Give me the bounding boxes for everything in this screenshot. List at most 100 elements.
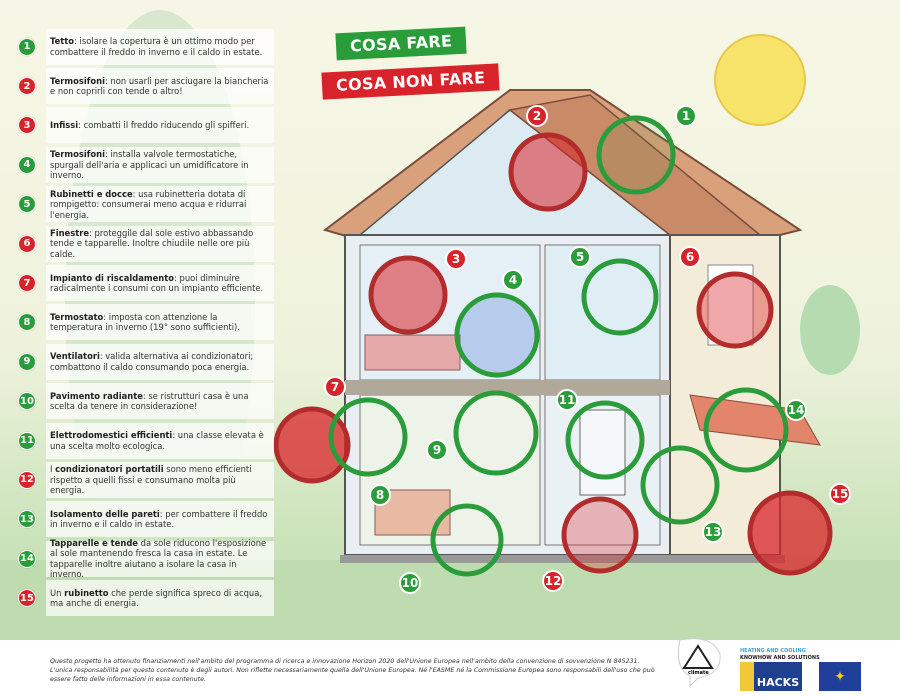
hacks-logo: HACKS <box>740 662 802 691</box>
tip-title: condizionatori portatili <box>55 464 164 475</box>
tip-description: : proteggile dal sole estivo abbassando … <box>50 227 254 259</box>
tip-text: Termosifoni: installa valvole termostati… <box>46 146 274 183</box>
tip-description: : se ristrutturi casa è una scelta da te… <box>50 390 249 412</box>
house-marker-12: 12 <box>542 570 564 592</box>
hacks-logo-text: HACKS <box>756 676 800 689</box>
tip-text: Ventilatori: valida alternativa ai condi… <box>46 343 274 380</box>
house-marker-7: 7 <box>324 376 346 398</box>
tip-item: 4 Termosifoni: installa valvole termosta… <box>18 145 274 184</box>
tip-text: Termosifoni: non usarli per asciugare la… <box>46 68 274 105</box>
tip-number-badge: 15 <box>18 589 36 608</box>
tip-description: : valida alternativa ai condizionatori; … <box>50 351 254 372</box>
tip-text: Infissi: combatti il freddo riducendo gl… <box>46 107 274 144</box>
tip-title: Rubinetti e docce <box>50 188 133 199</box>
house-marker-11: 11 <box>556 389 578 411</box>
tip-description: : una classe elevata è una scelta molto … <box>50 430 264 451</box>
house-marker-6: 6 <box>679 246 701 268</box>
tip-description: : usa rubinetteria dotata di rompigetto:… <box>50 188 247 220</box>
tip-title: rubinetto <box>64 587 109 598</box>
tip-text: Pavimento radiante: se ristrutturi casa … <box>46 383 274 420</box>
tip-text: Tetto: isolare la copertura è un ottimo … <box>46 28 274 65</box>
tip-text: Impianto di riscaldamento: puoi diminuir… <box>46 265 274 302</box>
tip-title: Tetto <box>50 36 75 47</box>
house-marker-10: 10 <box>399 572 421 594</box>
tip-description: : puoi diminuire radicalmente i consumi … <box>50 272 264 294</box>
tip-description: : imposta con attenzione la temperatura … <box>50 311 240 333</box>
house-illustration <box>0 10 900 640</box>
tip-item: 7 Impianto di riscaldamento: puoi diminu… <box>18 263 274 302</box>
tip-item: 12 I condizionatori portatili sono meno … <box>18 460 274 499</box>
house-marker-9: 9 <box>426 439 448 461</box>
tip-item: 10 Pavimento radiante: se ristrutturi ca… <box>18 382 274 421</box>
tip-title: Isolamento delle pareti <box>50 508 160 519</box>
house-marker-2: 2 <box>526 105 548 127</box>
infographic-scene <box>0 0 900 640</box>
climate-logo-text: climate <box>688 670 709 676</box>
tip-item: 5 Rubinetti e docce: usa rubinetteria do… <box>18 185 274 224</box>
eu-flag: ✦ <box>819 662 861 691</box>
tip-item: 6 Finestre: proteggile dal sole estivo a… <box>18 224 274 263</box>
tip-text: Rubinetti e docce: usa rubinetteria dota… <box>46 186 274 223</box>
house-marker-3: 3 <box>445 248 467 270</box>
tip-item: 9 Ventilatori: valida alternativa ai con… <box>18 342 274 381</box>
tip-description: : per combattere il freddo in inverno e … <box>50 508 268 530</box>
tip-text: Tapparelle e tende da sole riducono l'es… <box>46 537 274 579</box>
tip-number-badge: 7 <box>18 274 36 293</box>
tip-prefix: Un <box>50 587 65 598</box>
house-marker-5: 5 <box>569 246 591 268</box>
bed <box>364 334 461 371</box>
tip-title: Termosifoni <box>50 75 105 86</box>
tip-number-badge: 11 <box>18 431 36 450</box>
tip-description: che perde significa spreco di acqua, ma … <box>50 587 263 609</box>
tip-item: 14 Tapparelle e tende da sole riducono l… <box>18 537 274 579</box>
house-marker-15: 15 <box>829 483 851 505</box>
sun-icon <box>714 34 806 126</box>
funding-disclaimer: Questo progetto ha ottenuto finanziament… <box>50 658 655 683</box>
tip-number-badge: 14 <box>18 549 36 568</box>
tip-number-badge: 1 <box>18 37 36 56</box>
tip-item: 1 Tetto: isolare la copertura è un ottim… <box>18 27 274 66</box>
tip-item: 11 Elettrodomestici efficienti: una clas… <box>18 421 274 460</box>
climate-logo <box>677 638 721 686</box>
tip-number-badge: 6 <box>18 234 36 253</box>
house-marker-1: 1 <box>675 105 697 127</box>
tip-text: Elettrodomestici efficienti: una classe … <box>46 422 274 459</box>
fridge <box>579 409 626 496</box>
tip-item: 3 Infissi: combatti il freddo riducendo … <box>18 106 274 145</box>
house-marker-13: 13 <box>702 521 724 543</box>
tip-item: 15 Un rubinetto che perde significa spre… <box>18 578 274 617</box>
hacks-tagline: HEATING AND COOLING <box>740 648 806 654</box>
tip-number-badge: 9 <box>18 352 36 371</box>
tip-text: I condizionatori portatili sono meno eff… <box>46 461 274 498</box>
tip-number-badge: 4 <box>18 155 36 174</box>
tip-description: sono meno efficienti rispetto a quelli f… <box>50 464 252 496</box>
tip-number-badge: 2 <box>18 77 36 96</box>
house-marker-8: 8 <box>369 484 391 506</box>
tip-number-badge: 8 <box>18 313 36 332</box>
bush-shape <box>800 285 860 375</box>
hacks-tagline-2: KNOWHOW AND SOLUTIONS <box>740 655 820 661</box>
tip-text: Isolamento delle pareti: per combattere … <box>46 501 274 538</box>
tip-title: Infissi <box>50 120 79 131</box>
tip-text: Finestre: proteggile dal sole estivo abb… <box>46 225 274 262</box>
tip-number-badge: 10 <box>18 392 36 411</box>
tip-text: Un rubinetto che perde significa spreco … <box>46 580 274 617</box>
tip-description: : non usarli per asciugare la biancheria… <box>50 75 269 97</box>
tip-title: Termosifoni <box>50 149 105 160</box>
tip-number-badge: 3 <box>18 116 36 135</box>
tip-prefix: I <box>50 464 56 475</box>
tip-item: 2 Termosifoni: non usarli per asciugare … <box>18 66 274 105</box>
house-marker-14: 14 <box>785 399 807 421</box>
house-marker-4: 4 <box>502 269 524 291</box>
tip-title: Finestre <box>50 227 90 238</box>
tip-title: Impianto di riscaldamento <box>50 272 175 283</box>
tip-description: : isolare la copertura è un ottimo modo … <box>50 36 263 57</box>
tip-title: Tapparelle e tende <box>50 537 138 548</box>
tip-description: : combatti il freddo riducendo gli spiff… <box>78 120 250 131</box>
tip-title: Ventilatori <box>50 351 100 362</box>
tip-number-badge: 12 <box>18 470 36 489</box>
tip-description: : installa valvole termostatiche, spurga… <box>50 149 249 181</box>
tip-title: Termostato <box>50 311 104 322</box>
tip-title: Pavimento radiante <box>50 390 143 401</box>
tips-list: 1 Tetto: isolare la copertura è un ottim… <box>18 27 274 618</box>
